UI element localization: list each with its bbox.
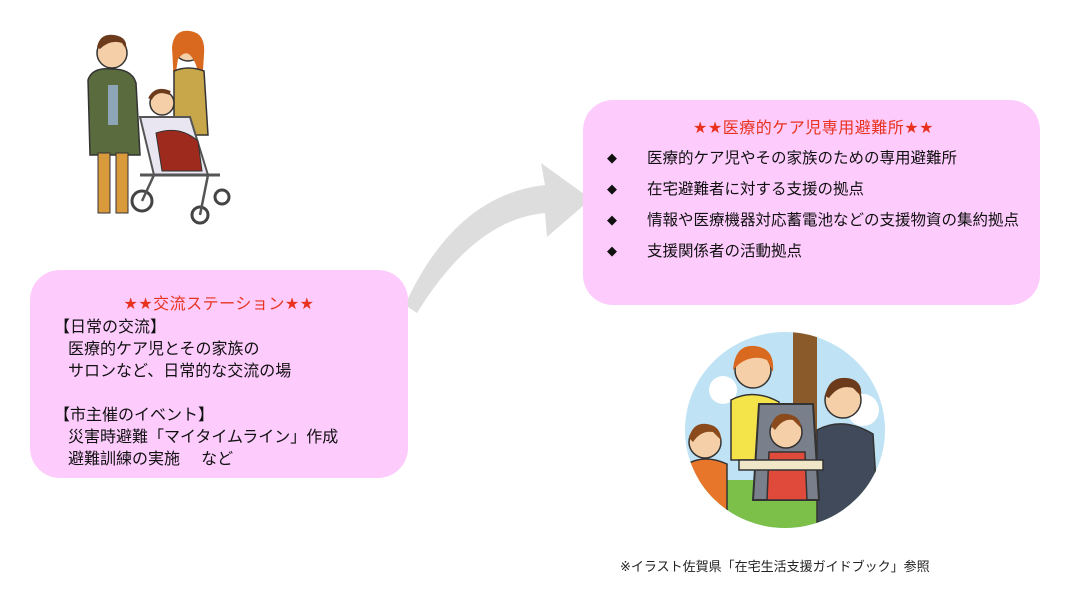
dedicated-shelter-box: ★★医療的ケア児専用避難所★★ ◆ 医療的ケア児やその家族のための専用避難所 ◆… <box>583 100 1040 305</box>
family-outdoor-illustration <box>685 332 885 528</box>
city-event-line: 災害時避難「マイタイムライン」作成 <box>68 427 339 446</box>
family-with-wheelchair-illustration <box>87 30 231 225</box>
list-item: ◆ 在宅避難者に対する支援の拠点 <box>607 180 865 198</box>
exchange-station-box: ★★交流ステーション★★ 【日常の交流】 医療的ケア児とその家族の サロンなど、… <box>30 270 408 478</box>
list-item: ◆ 支援関係者の活動拠点 <box>607 242 803 260</box>
diamond-bullet-icon: ◆ <box>607 182 617 197</box>
list-item: ◆ 情報や医療機器対応蓄電池などの支援物資の集約拠点 <box>607 211 1020 229</box>
daily-exchange-line: サロンなど、日常的な交流の場 <box>68 361 292 380</box>
diamond-bullet-icon: ◆ <box>607 213 617 228</box>
diamond-bullet-icon: ◆ <box>607 244 617 259</box>
exchange-station-title: ★★交流ステーション★★ <box>123 294 315 313</box>
daily-exchange-heading: 【日常の交流】 <box>54 317 167 336</box>
list-item: ◆ 医療的ケア児やその家族のための専用避難所 <box>607 149 958 167</box>
city-event-heading: 【市主催のイベント】 <box>54 405 215 424</box>
dedicated-shelter-title: ★★医療的ケア児専用避難所★★ <box>693 118 934 137</box>
daily-exchange-line: 医療的ケア児とその家族の <box>68 339 260 358</box>
city-event-line: 避難訓練の実施 など <box>68 449 234 468</box>
illustration-credit: ※イラスト佐賀県「在宅生活支援ガイドブック」参照 <box>620 560 930 575</box>
curved-arrow-icon <box>405 163 591 313</box>
diamond-bullet-icon: ◆ <box>607 151 617 166</box>
